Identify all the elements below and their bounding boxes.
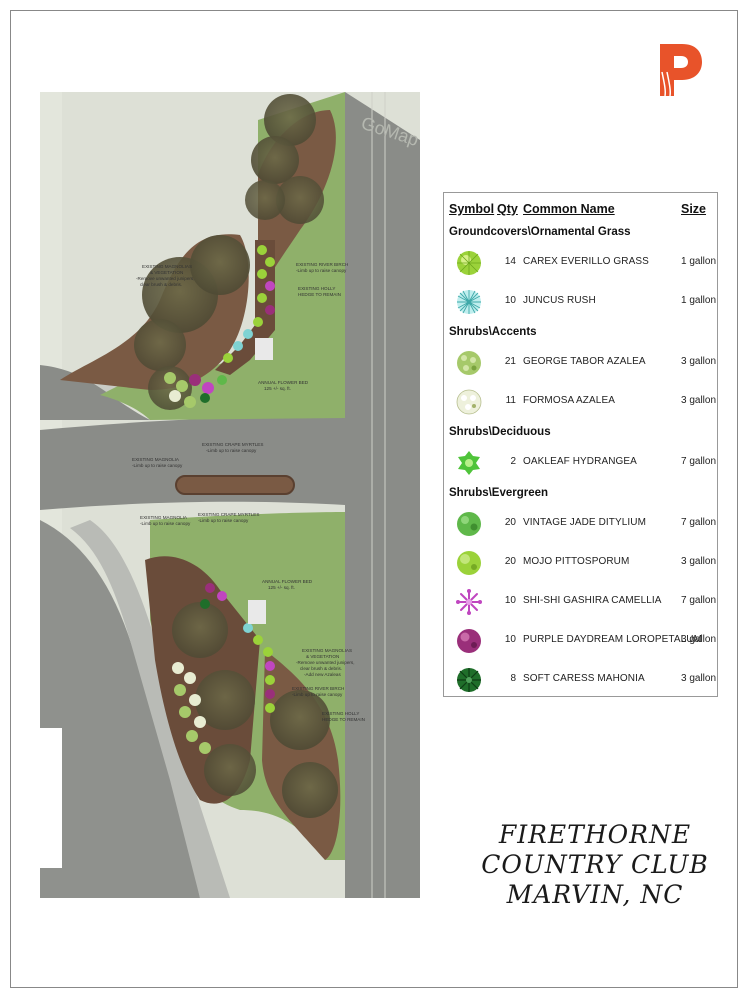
main-road bbox=[345, 92, 420, 898]
legend-row: 20 MOJO PITTOSPORUM 3 gallon bbox=[444, 548, 719, 578]
note-magnolias-veg-top-4: clear brush & debris. bbox=[140, 282, 182, 287]
legend-row: 8 SOFT CARESS MAHONIA 3 gallon bbox=[444, 665, 719, 695]
legend-row: 10 PURPLE DAYDREAM LOROPETALUM 3 gallon bbox=[444, 626, 719, 656]
note-magnolias-veg-top-1: EXISTING MAGNOLIAS bbox=[142, 264, 192, 269]
note-magnolias-veg-bot-1: EXISTING MAGNOLIAS bbox=[302, 648, 352, 653]
legend-category-evergreen: Shrubs\Evergreen bbox=[449, 487, 549, 499]
title-line-2: COUNTRY CLUB bbox=[481, 850, 709, 879]
legend-qty: 14 bbox=[504, 256, 516, 267]
note-magnolias-veg-bot-2: & VEGETATION bbox=[306, 654, 339, 659]
legend-name: JUNCUS RUSH bbox=[523, 295, 596, 306]
legend-header-size: Size bbox=[681, 202, 707, 216]
title-line-3: MARVIN, NC bbox=[506, 880, 684, 909]
note-crape-bot-2: -Limb up to raise canopy bbox=[198, 518, 249, 523]
legend-row: 2 OAKLEAF HYDRANGEA 7 gallon bbox=[444, 448, 719, 478]
legend-header-qty: Qty bbox=[497, 202, 518, 216]
legend-name: SHI-SHI GASHIRA CAMELLIA bbox=[523, 595, 662, 606]
legend-row: 20 VINTAGE JADE DITYLIUM 7 gallon bbox=[444, 509, 719, 539]
hydrangea-icon bbox=[458, 451, 480, 475]
legend-row: 10 SHI-SHI GASHIRA CAMELLIA 7 gallon bbox=[444, 587, 719, 617]
legend-qty: 20 bbox=[504, 556, 516, 567]
note-annual-bed-top-1: ANNUAL FLOWER BED bbox=[258, 380, 309, 385]
note-annual-bed-bot-2: 125 +/- sq. ft. bbox=[268, 585, 295, 590]
legend-name: MOJO PITTOSPORUM bbox=[523, 556, 630, 567]
bottom-shrub-plantings bbox=[172, 583, 275, 754]
legend-qty: 20 bbox=[504, 517, 516, 528]
legend-header-symbol: Symbol bbox=[449, 202, 495, 216]
note-river-birch-bot-1: EXISTING RIVER BIRCH bbox=[292, 686, 344, 691]
note-magnolias-veg-top-2: & VEGETATION bbox=[150, 270, 183, 275]
legend-size: 1 gallon bbox=[681, 295, 717, 306]
note-magnolia-bot-2: -Limb up to raise canopy bbox=[140, 521, 191, 526]
legend-size: 1 gallon bbox=[681, 256, 717, 267]
note-crape-bot-1: EXISTING CRAPE MYRTLES bbox=[198, 512, 259, 517]
legend-name: SOFT CARESS MAHONIA bbox=[523, 673, 645, 684]
firm-logo-icon bbox=[660, 44, 702, 97]
juncus-rush-icon bbox=[457, 290, 481, 314]
legend-header-common-name: Common Name bbox=[523, 202, 615, 216]
cross-road bbox=[40, 417, 345, 510]
title-line-1: FIRETHORNE bbox=[498, 820, 692, 849]
camellia-icon bbox=[456, 589, 482, 615]
legend-category-accents: Shrubs\Accents bbox=[449, 326, 537, 338]
legend-size: 7 gallon bbox=[681, 517, 717, 528]
legend-size: 3 gallon bbox=[681, 634, 717, 645]
legend-name: FORMOSA AZALEA bbox=[523, 395, 615, 406]
median-bed bbox=[175, 475, 295, 495]
plant-legend: Symbol Qty Common Name Size Groundcovers… bbox=[443, 192, 718, 697]
legend-qty: 10 bbox=[504, 595, 516, 606]
note-magnolia-top-1: EXISTING MAGNOLIA bbox=[132, 457, 180, 462]
legend-size: 3 gallon bbox=[681, 673, 717, 684]
legend-size: 7 gallon bbox=[681, 456, 717, 467]
legend-qty: 8 bbox=[510, 673, 516, 684]
legend-name: OAKLEAF HYDRANGEA bbox=[523, 456, 637, 467]
legend-size: 7 gallon bbox=[681, 595, 717, 606]
note-magnolias-veg-bot-3: -Remove unwanted junipers, bbox=[296, 660, 354, 665]
note-holly-top-2: HEDGE TO REMAIN bbox=[298, 292, 341, 297]
legend-size: 3 gallon bbox=[681, 356, 717, 367]
note-magnolia-top-2: -Limb up to raise canopy bbox=[132, 463, 183, 468]
legend-category-groundcovers: Groundcovers\Ornamental Grass bbox=[449, 226, 631, 238]
note-magnolias-veg-bot-5: -Add new Azaleas bbox=[304, 672, 341, 677]
note-river-birch-bot-2: -Limb up to raise canopy bbox=[292, 692, 343, 697]
mahonia-icon bbox=[457, 668, 481, 692]
top-shrub-plantings bbox=[164, 245, 275, 408]
loropetalum-icon bbox=[457, 629, 481, 653]
legend-name: PURPLE DAYDREAM LOROPETALUM bbox=[523, 634, 703, 645]
legend-size: 3 gallon bbox=[681, 395, 717, 406]
note-annual-bed-top-2: 125 +/- sq. ft. bbox=[264, 386, 291, 391]
note-holly-bot-2: HEDGE TO REMAIN bbox=[322, 717, 365, 722]
note-holly-top-1: EXISTING HOLLY bbox=[298, 286, 335, 291]
note-magnolias-veg-bot-4: clear brush & debris. bbox=[300, 666, 342, 671]
note-magnolia-bot-1: EXISTING MAGNOLIA bbox=[140, 515, 188, 520]
note-crape-top-1: EXISTING CRAPE MYRTLES bbox=[202, 442, 263, 447]
legend-qty: 10 bbox=[504, 295, 516, 306]
legend-row: 11 FORMOSA AZALEA 3 gallon bbox=[444, 387, 719, 417]
legend-name: CAREX EVERILLO GRASS bbox=[523, 256, 649, 267]
legend-name: GEORGE TABOR AZALEA bbox=[523, 356, 646, 367]
note-annual-bed-bot-1: ANNUAL FLOWER BED bbox=[262, 579, 313, 584]
legend-row: 14 CAREX EVERILLO GRASS 1 gallon bbox=[444, 248, 719, 278]
note-crape-top-2: -Limb up to raise canopy bbox=[206, 448, 257, 453]
note-river-birch-top-1: EXISTING RIVER BIRCH bbox=[296, 262, 348, 267]
legend-row: 10 JUNCUS RUSH 1 gallon bbox=[444, 287, 719, 317]
note-magnolias-veg-top-3: -Remove unwanted junipers, bbox=[136, 276, 194, 281]
note-holly-bot-1: EXISTING HOLLY bbox=[322, 711, 359, 716]
legend-category-deciduous: Shrubs\Deciduous bbox=[449, 426, 551, 438]
azalea-icon bbox=[457, 351, 481, 375]
note-river-birch-top-2: -Limb up to raise canopy bbox=[296, 268, 347, 273]
azalea-icon bbox=[456, 389, 482, 415]
carex-grass-icon bbox=[457, 251, 481, 275]
legend-qty: 21 bbox=[504, 356, 516, 367]
dityllium-icon bbox=[457, 512, 481, 536]
pittosporum-icon bbox=[457, 551, 481, 575]
legend-qty: 2 bbox=[510, 456, 516, 467]
legend-qty: 11 bbox=[505, 395, 516, 406]
legend-row: 21 GEORGE TABOR AZALEA 3 gallon bbox=[444, 348, 719, 378]
legend-qty: 10 bbox=[504, 634, 516, 645]
legend-size: 3 gallon bbox=[681, 556, 717, 567]
legend-name: VINTAGE JADE DITYLIUM bbox=[523, 517, 647, 528]
